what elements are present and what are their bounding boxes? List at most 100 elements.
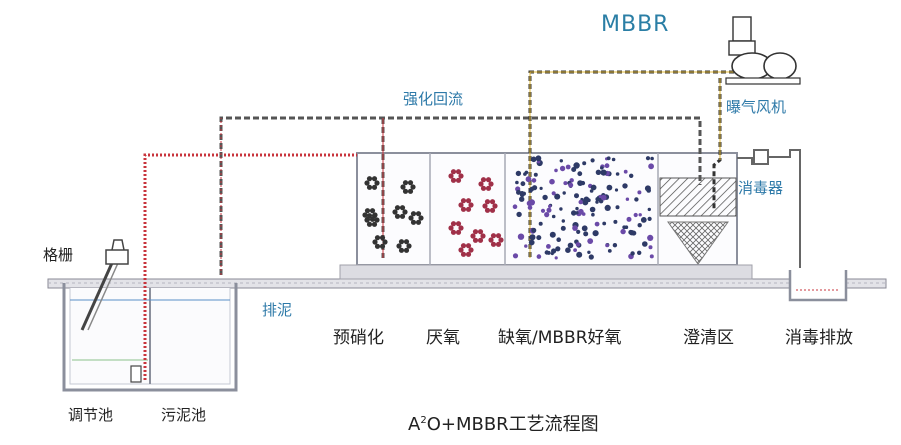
media-particle xyxy=(626,198,629,201)
media-particle xyxy=(629,230,634,235)
media-particle xyxy=(562,219,565,222)
media-particle xyxy=(648,208,651,211)
media-particle xyxy=(554,194,560,200)
ground-slab xyxy=(48,279,886,288)
media-particle xyxy=(518,234,524,240)
media-particle xyxy=(627,217,632,222)
media-particle xyxy=(542,195,547,200)
media-particle xyxy=(521,181,526,186)
media-particle xyxy=(536,155,542,161)
media-particle xyxy=(513,253,518,258)
media-particle xyxy=(605,163,610,168)
media-particle xyxy=(605,244,609,248)
media-particle xyxy=(555,256,558,259)
media-particle xyxy=(574,193,579,198)
media-particle xyxy=(637,190,641,194)
media-particle xyxy=(615,188,618,191)
media-particle xyxy=(532,185,537,190)
media-particle xyxy=(587,238,593,244)
media-particle xyxy=(641,217,647,223)
media-particle xyxy=(650,157,654,161)
media-particle xyxy=(575,211,578,214)
media-particle xyxy=(589,254,594,259)
media-particle xyxy=(616,205,620,209)
title-suffix: O+MBBR工艺流程图 xyxy=(427,414,599,435)
anoxic-aerobic-label: 缺氧/MBBR好氧 xyxy=(498,323,622,348)
media-particle xyxy=(536,235,541,240)
return-flow-label: 强化回流 xyxy=(403,88,463,109)
media-particle xyxy=(607,185,613,191)
media-particle xyxy=(549,179,555,185)
media-particle xyxy=(519,197,524,202)
media-particle xyxy=(568,183,573,188)
media-particle xyxy=(539,222,543,226)
media-particle xyxy=(560,159,563,162)
media-particle xyxy=(578,209,583,214)
disinfect-discharge-label: 消毒排放 xyxy=(785,323,853,348)
media-particle xyxy=(560,166,565,171)
media-particle xyxy=(583,231,588,236)
media-particle xyxy=(576,242,581,247)
media-particle xyxy=(613,243,617,247)
media-particle xyxy=(648,163,654,169)
media-particle xyxy=(645,185,651,191)
media-particle xyxy=(630,251,634,255)
media-particle xyxy=(634,197,638,201)
title-prefix: A xyxy=(408,414,420,435)
media-particle xyxy=(563,191,566,194)
media-particle xyxy=(516,171,521,176)
media-particle xyxy=(601,170,607,176)
pre-denitrification-label: 预硝化 xyxy=(333,323,384,348)
media-particle xyxy=(544,212,549,217)
media-particle xyxy=(516,212,521,217)
media-particle xyxy=(524,244,527,247)
media-particle xyxy=(612,158,616,162)
blower-label: 曝气风机 xyxy=(726,96,786,117)
disinfector-unit xyxy=(737,150,800,268)
media-particle xyxy=(565,247,571,253)
media-particle xyxy=(595,222,600,227)
media-particle xyxy=(526,176,532,182)
discharge-well xyxy=(790,270,846,300)
media-particle xyxy=(552,215,556,219)
media-particle xyxy=(516,190,521,195)
media-particle xyxy=(582,225,588,231)
media-particle xyxy=(642,241,648,247)
media-particle xyxy=(638,223,642,227)
media-particle xyxy=(545,250,549,254)
equalization-tank-label: 调节池 xyxy=(68,404,113,425)
diagram-title: A2O+MBBR工艺流程图 xyxy=(408,410,599,436)
media-particle xyxy=(596,170,601,175)
media-particle xyxy=(563,181,567,185)
media-particle xyxy=(515,181,519,185)
media-particle xyxy=(620,229,625,234)
media-particle xyxy=(576,252,582,258)
sludge-tank-label: 污泥池 xyxy=(161,404,206,425)
media-particle xyxy=(554,169,558,173)
mbbr-label: MBBR xyxy=(601,12,669,37)
media-particle xyxy=(513,204,518,209)
media-particle xyxy=(608,249,612,253)
submersible-pump xyxy=(131,366,141,382)
media-particle xyxy=(649,245,653,249)
media-particle xyxy=(531,228,536,233)
media-particle xyxy=(582,161,586,165)
media-particle xyxy=(559,207,562,210)
media-particle xyxy=(531,157,537,163)
media-particle xyxy=(556,237,561,242)
underground-tanks xyxy=(64,283,236,390)
sludge-discharge-label: 排泥 xyxy=(262,299,292,320)
media-particle xyxy=(624,170,628,174)
media-particle xyxy=(575,207,578,210)
blower-machine xyxy=(726,17,800,84)
media-particle xyxy=(546,244,551,249)
media-particle xyxy=(571,167,576,172)
media-particle xyxy=(593,230,599,236)
media-particle xyxy=(650,254,654,258)
media-particle xyxy=(532,178,537,183)
media-particle xyxy=(647,235,653,241)
media-particle xyxy=(613,220,617,224)
media-particle xyxy=(601,195,607,201)
media-particle xyxy=(646,156,650,160)
